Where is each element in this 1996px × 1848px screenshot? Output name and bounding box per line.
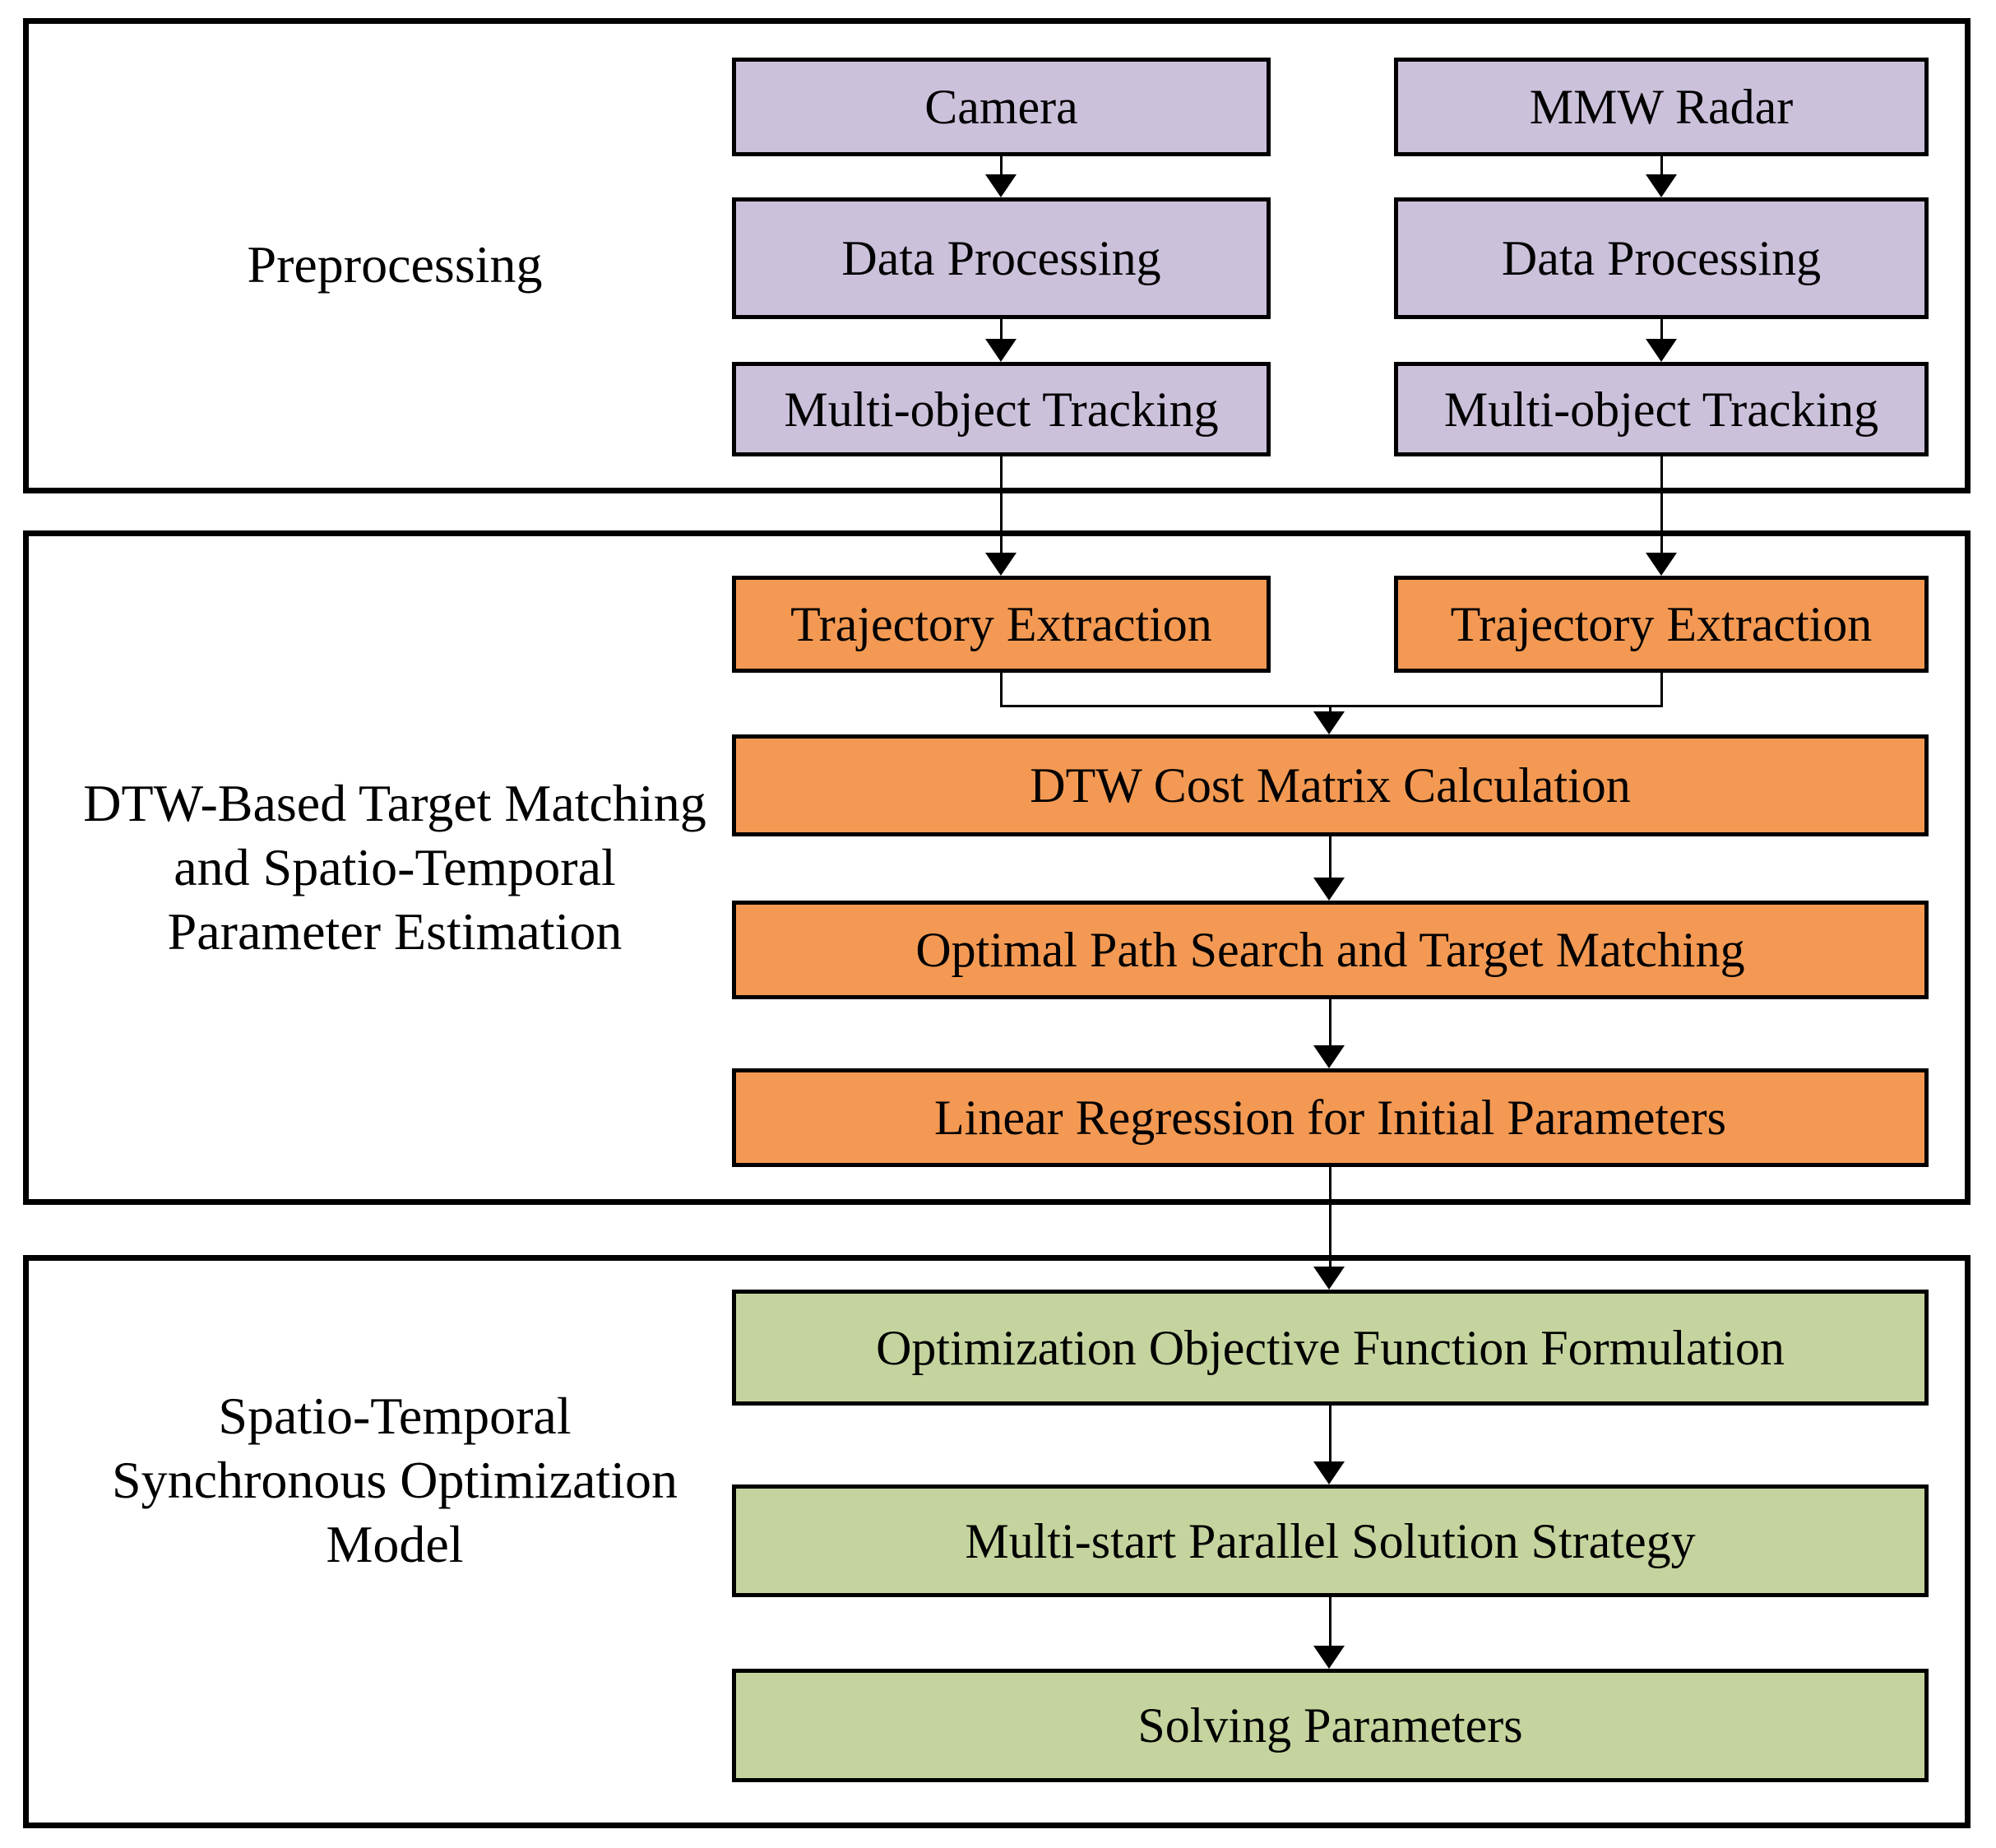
- section-label-line: Model: [326, 1515, 464, 1573]
- node-dtw-cost-matrix: DTW Cost Matrix Calculation: [732, 734, 1929, 836]
- section-label-line: Parameter Estimation: [167, 902, 623, 961]
- section-label-preprocessing: Preprocessing: [247, 235, 543, 294]
- connector-camera-to-data-processing: [1000, 156, 1003, 176]
- section-label-line: Synchronous Optimization: [112, 1451, 678, 1509]
- node-objective-function: Optimization Objective Function Formulat…: [732, 1290, 1929, 1406]
- connector-objective-to-multi-start: [1329, 1406, 1331, 1463]
- arrowhead-icon: [1313, 711, 1345, 734]
- node-linear-regression: Linear Regression for Initial Parameters: [732, 1068, 1929, 1167]
- arrowhead-icon: [1646, 339, 1677, 362]
- section-optimization-model: [23, 1255, 1971, 1828]
- connector-radar-to-data-processing: [1660, 156, 1663, 176]
- arrowhead-icon: [985, 339, 1017, 362]
- arrowhead-icon: [985, 174, 1017, 197]
- arrowhead-icon: [1313, 1267, 1345, 1290]
- node-optimal-path-search: Optimal Path Search and Target Matching: [732, 901, 1929, 999]
- node-radar-data-processing: Data Processing: [1394, 197, 1929, 319]
- node-camera-data-processing: Data Processing: [732, 197, 1271, 319]
- section-label-dtw-matching: DTW-Based Target Matching and Spatio-Tem…: [49, 771, 740, 964]
- connector-data-processing-to-tracking-right: [1660, 319, 1663, 340]
- node-radar-multi-object-tracking: Multi-object Tracking: [1394, 362, 1929, 456]
- node-camera: Camera: [732, 58, 1271, 156]
- node-solving-parameters: Solving Parameters: [732, 1669, 1929, 1782]
- connector-multi-start-to-solving: [1329, 1597, 1331, 1647]
- arrowhead-icon: [985, 553, 1017, 576]
- node-radar-trajectory-extraction: Trajectory Extraction: [1394, 576, 1929, 673]
- section-label-line: Spatio-Temporal: [218, 1387, 572, 1445]
- arrowhead-icon: [1313, 1646, 1345, 1669]
- arrowhead-icon: [1646, 553, 1677, 576]
- section-label-optimization-model: Spatio-Temporal Synchronous Optimization…: [49, 1384, 740, 1577]
- connector-dtw-to-optimal-path: [1329, 836, 1331, 879]
- arrowhead-icon: [1313, 1045, 1345, 1068]
- node-camera-trajectory-extraction: Trajectory Extraction: [732, 576, 1271, 673]
- connector-tracking-to-trajectory-right: [1660, 456, 1663, 553]
- connector-data-processing-to-tracking-left: [1000, 319, 1003, 340]
- section-label-line: and Spatio-Temporal: [174, 838, 616, 896]
- node-multi-start-strategy: Multi-start Parallel Solution Strategy: [732, 1484, 1929, 1597]
- section-label-line: DTW-Based Target Matching: [83, 774, 706, 832]
- connector-optimal-path-to-linear-regression: [1329, 999, 1331, 1047]
- connector-merge-stub: [1329, 705, 1331, 714]
- arrowhead-icon: [1313, 1461, 1345, 1484]
- section-dtw-matching: [23, 530, 1971, 1205]
- connector-trajectory-right-down: [1660, 673, 1663, 707]
- arrowhead-icon: [1313, 878, 1345, 901]
- arrowhead-icon: [1646, 174, 1677, 197]
- section-preprocessing: [23, 18, 1971, 493]
- connector-merge-horizontal: [1000, 705, 1663, 707]
- connector-linear-regression-to-objective: [1329, 1167, 1331, 1267]
- node-camera-multi-object-tracking: Multi-object Tracking: [732, 362, 1271, 456]
- connector-tracking-to-trajectory-left: [1000, 456, 1003, 553]
- node-mmw-radar: MMW Radar: [1394, 58, 1929, 156]
- connector-trajectory-left-down: [1000, 673, 1003, 707]
